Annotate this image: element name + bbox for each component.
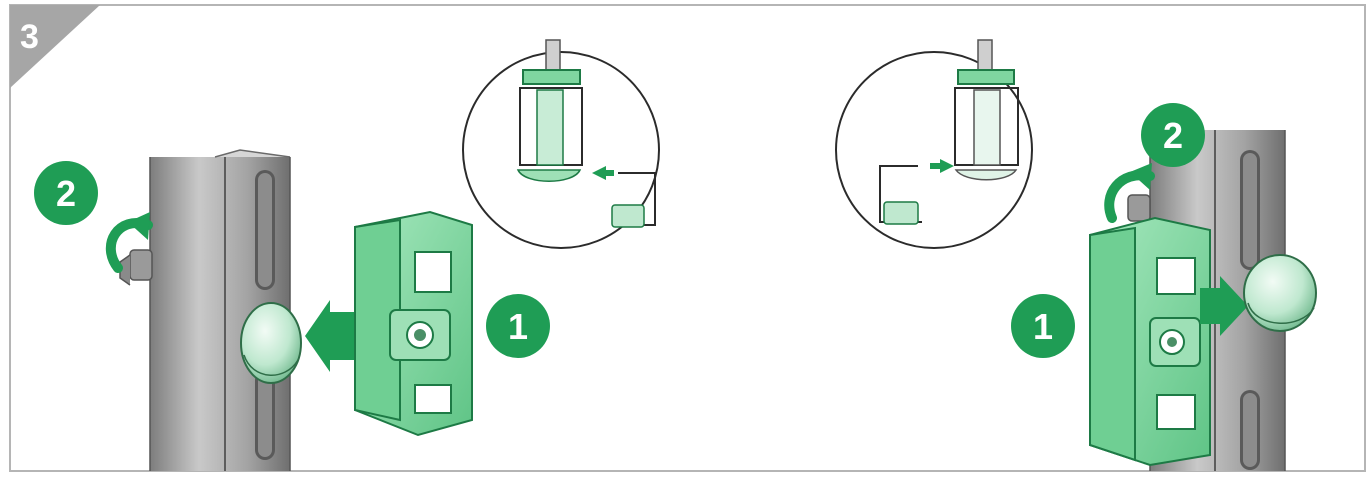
right-bracket-step-badge: 1 xyxy=(1011,294,1075,358)
left-bracket xyxy=(355,212,472,435)
left-badge-2-label: 2 xyxy=(56,173,76,214)
left-bolt-step-badge: 2 xyxy=(34,161,98,225)
right-assembly: 2 1 xyxy=(836,40,1316,471)
left-bracket-step-badge: 1 xyxy=(486,294,550,358)
left-plastic-cap xyxy=(241,303,301,383)
left-insert-arrow-icon xyxy=(305,300,355,372)
left-bolt-stub xyxy=(120,250,152,285)
right-bolt-step-badge: 2 xyxy=(1141,103,1205,167)
left-badge-1-label: 1 xyxy=(508,306,528,347)
step-tab: 3 xyxy=(10,5,100,88)
right-bracket xyxy=(1090,218,1210,465)
right-plastic-cap xyxy=(1244,255,1316,331)
left-detail-callout xyxy=(463,40,659,248)
right-badge-1-label: 1 xyxy=(1033,306,1053,347)
right-bolt-stub xyxy=(1128,195,1150,221)
step-number: 3 xyxy=(20,18,39,56)
right-detail-callout xyxy=(836,40,1032,248)
right-badge-2-label: 2 xyxy=(1163,115,1183,156)
left-assembly: 2 1 xyxy=(34,40,659,471)
